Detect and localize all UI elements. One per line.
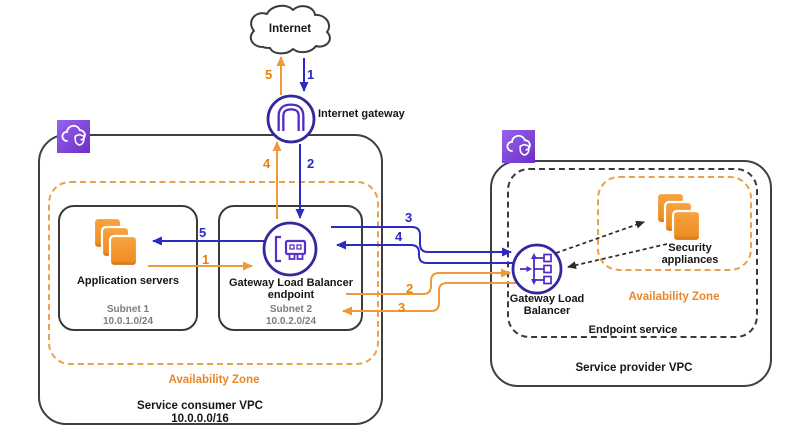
security-appliances-label: Security appliances: [661, 242, 719, 266]
gateway-load-balancer-label: Gateway Load Balancer: [509, 293, 585, 317]
outbound-flow-arrows: [148, 56, 516, 316]
inbound-step-5: 5: [199, 225, 207, 240]
provider-az-label: Availability Zone: [628, 291, 720, 303]
internet-gateway-icon: [266, 94, 316, 144]
subnet1-name: Subnet 1: [106, 304, 150, 315]
internet-label: Internet: [268, 23, 312, 35]
subnet1-cidr: 10.0.1.0/24: [102, 316, 154, 327]
subnet2-name: Subnet 2: [269, 304, 313, 315]
vpc-icon: [502, 130, 535, 163]
consumer-vpc-cidr: 10.0.0.0/16: [171, 413, 229, 425]
glb-endpoint-label: Gateway Load Balancer endpoint: [228, 277, 354, 301]
application-servers-icon: [92, 216, 139, 268]
internet-gateway-label: Internet gateway: [318, 108, 405, 120]
inbound-flow-arrows: [152, 58, 514, 264]
provider-vpc-title: Service provider VPC: [575, 362, 693, 374]
inbound-step-1: 1: [307, 67, 315, 82]
outbound-step-5: 5: [265, 67, 273, 82]
inbound-step-3: 3: [405, 210, 413, 225]
vpc-icon: [57, 120, 90, 153]
security-appliances-icon: [655, 191, 702, 243]
outbound-step-4: 4: [263, 156, 271, 171]
outbound-step-1: 1: [202, 252, 210, 267]
endpoint-service-label: Endpoint service: [588, 324, 678, 336]
provider-availability-zone-box: [597, 176, 752, 271]
application-servers-label: Application servers: [76, 275, 180, 287]
outbound-step-3: 3: [398, 300, 406, 315]
gateway-load-balancer-icon: [511, 243, 563, 295]
appliance-links: [555, 220, 668, 270]
outbound-step-2: 2: [406, 281, 414, 296]
inbound-step-2: 2: [307, 156, 315, 171]
consumer-availability-zone-box: [48, 181, 379, 365]
consumer-vpc-title: Service consumer VPC: [137, 400, 263, 412]
internet-cloud-icon: [249, 4, 331, 55]
service-consumer-vpc-box: [38, 134, 383, 425]
subnet1-box: [58, 205, 198, 331]
glb-endpoint-icon: [262, 221, 318, 277]
subnet2-cidr: 10.0.2.0/24: [265, 316, 317, 327]
inbound-step-4: 4: [395, 229, 403, 244]
consumer-az-label: Availability Zone: [168, 374, 260, 386]
